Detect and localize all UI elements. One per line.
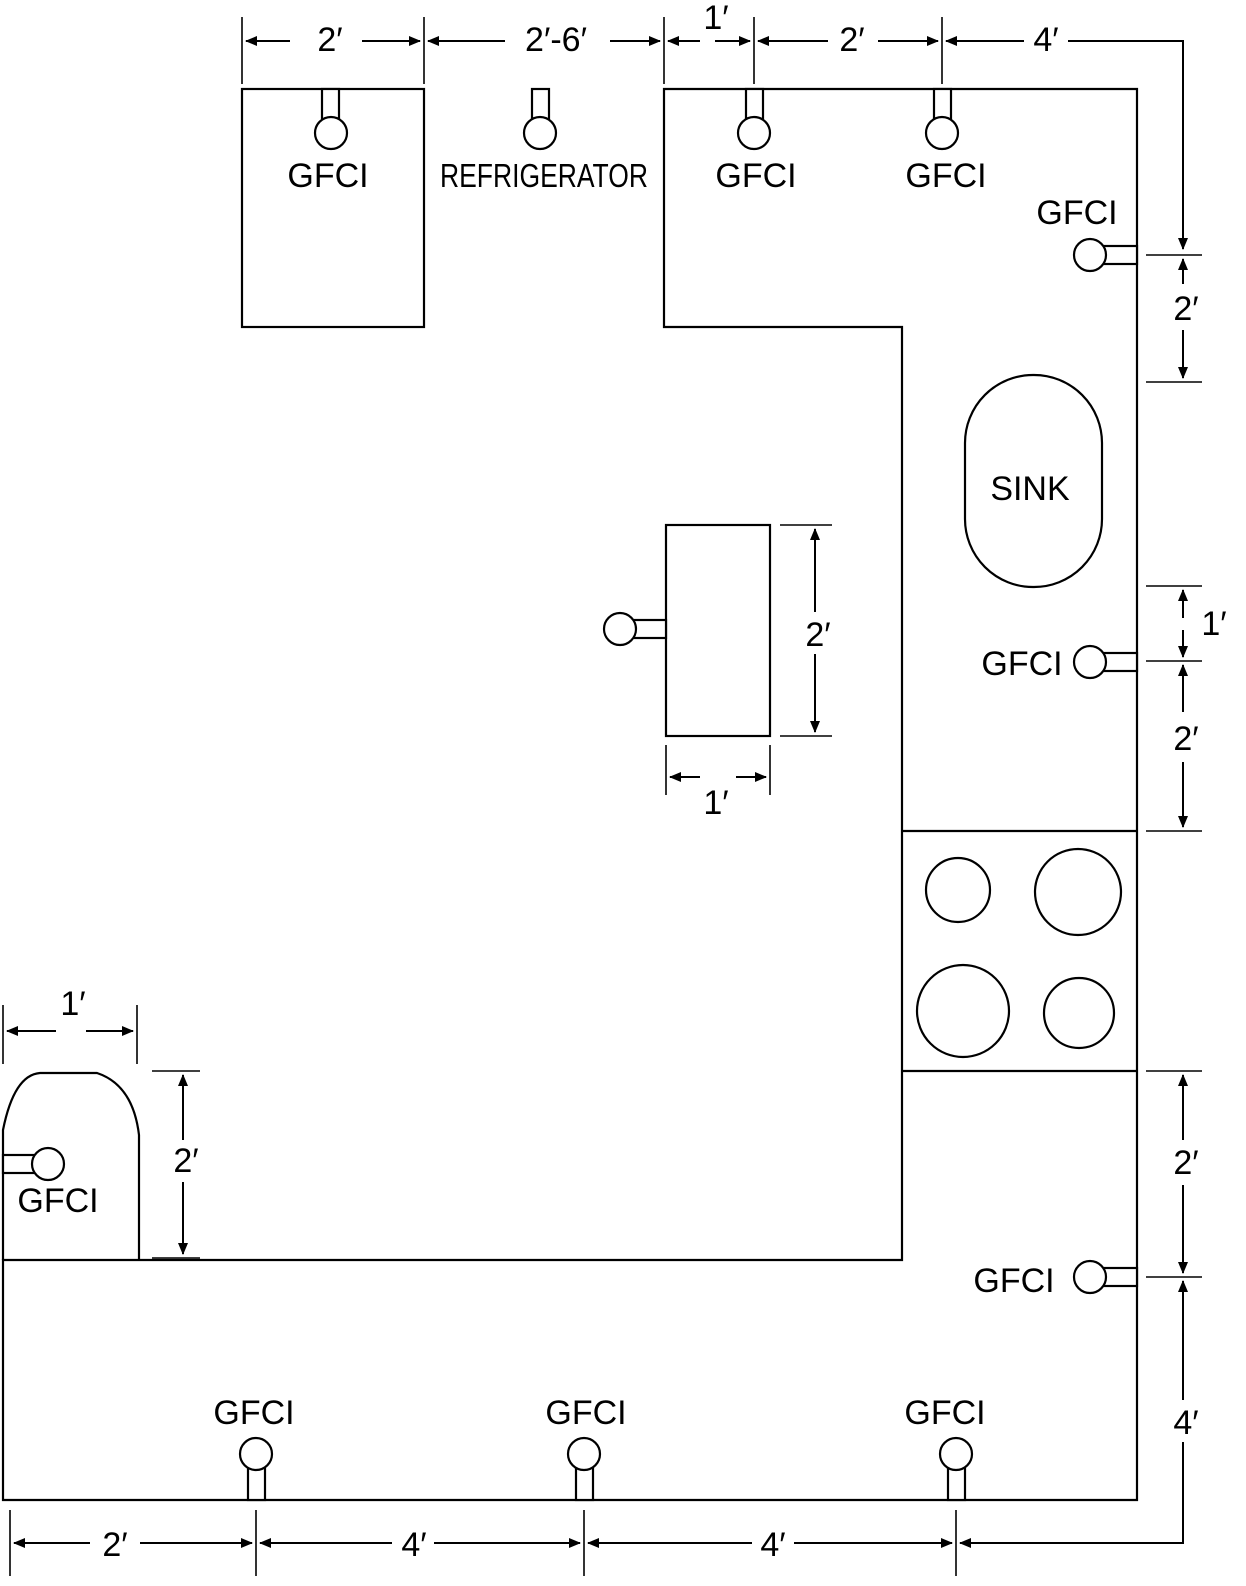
bottom-dimensions: 2′ 4′ 4′ bbox=[9, 1510, 957, 1576]
right-dimensions: 2′ 1′ 2′ 2′ 4′ bbox=[959, 254, 1227, 1548]
island bbox=[664, 523, 772, 738]
burner-icon bbox=[1042, 976, 1116, 1050]
island-dimensions: 2′ 1′ bbox=[665, 524, 832, 822]
gfci-label: GFCI bbox=[213, 1394, 294, 1432]
gfci-label: GFCI bbox=[904, 1394, 985, 1432]
burner-icon bbox=[915, 963, 1011, 1059]
dimension-label: 4′ bbox=[1033, 21, 1058, 59]
top-dimensions: 2′ 2′-6′ 1′ 2′ 4′ bbox=[241, 0, 1188, 250]
receptacles bbox=[1, 87, 1139, 1502]
gfci-label: GFCI bbox=[973, 1262, 1054, 1300]
gfci-label: GFCI bbox=[981, 645, 1062, 683]
receptacle-icon bbox=[1072, 1259, 1139, 1295]
gfci-label: GFCI bbox=[17, 1182, 98, 1220]
peninsula-counter bbox=[1, 1071, 141, 1260]
receptacle-icon bbox=[924, 87, 960, 151]
sink-label: SINK bbox=[990, 470, 1070, 508]
countertops bbox=[1, 87, 1139, 1502]
dimension-label: 4′ bbox=[401, 1526, 426, 1564]
gfci-label: GFCI bbox=[1036, 194, 1117, 232]
sink: SINK bbox=[963, 373, 1104, 589]
dimension-label: 1′ bbox=[1201, 605, 1226, 643]
dimension-label: 2′ bbox=[102, 1526, 127, 1564]
dimension-label: 2′ bbox=[839, 21, 864, 59]
receptacle-icon bbox=[1, 1146, 66, 1182]
dimension-label: 4′ bbox=[760, 1526, 785, 1564]
dimension-label: 2′ bbox=[805, 616, 830, 654]
dimension-label: 1′ bbox=[60, 985, 85, 1023]
receptacle-icon bbox=[1072, 237, 1139, 273]
receptacle-icon bbox=[938, 1436, 974, 1502]
receptacle-icon bbox=[736, 87, 772, 151]
dimension-label: 2′ bbox=[317, 21, 342, 59]
gfci-label: GFCI bbox=[905, 157, 986, 195]
dimension-label: 1′ bbox=[703, 0, 728, 37]
refrigerator-label: REFRIGERATOR bbox=[440, 157, 648, 194]
gfci-label: GFCI bbox=[545, 1394, 626, 1432]
dimension-label: 2′-6′ bbox=[525, 21, 587, 59]
cooktop bbox=[915, 847, 1123, 1059]
receptacle-icon bbox=[238, 1436, 274, 1502]
gfci-label: GFCI bbox=[287, 157, 368, 195]
receptacle-icon bbox=[566, 1436, 602, 1502]
receptacle-labels: GFCI REFRIGERATOR GFCI GFCI GFCI GFCI GF… bbox=[17, 157, 1117, 1432]
receptacle-icon bbox=[602, 611, 668, 647]
gfci-label: GFCI bbox=[715, 157, 796, 195]
burner-icon bbox=[1033, 847, 1123, 937]
dimension-label: 2′ bbox=[1173, 290, 1198, 328]
dimension-label: 4′ bbox=[1173, 1404, 1198, 1442]
l-shaped-counter bbox=[1, 87, 1139, 1502]
sink-basin bbox=[963, 373, 1104, 589]
burner-icon bbox=[924, 856, 992, 924]
receptacle-icon bbox=[1072, 644, 1139, 680]
receptacle-icon bbox=[313, 87, 349, 151]
dimension-label: 1′ bbox=[703, 784, 728, 822]
dimension-label: 2′ bbox=[173, 1142, 198, 1180]
dimension-label: 2′ bbox=[1173, 720, 1198, 758]
receptacle-icon bbox=[522, 87, 558, 151]
peninsula-dimensions: 1′ 2′ bbox=[2, 985, 200, 1259]
dimension-label: 2′ bbox=[1173, 1144, 1198, 1182]
